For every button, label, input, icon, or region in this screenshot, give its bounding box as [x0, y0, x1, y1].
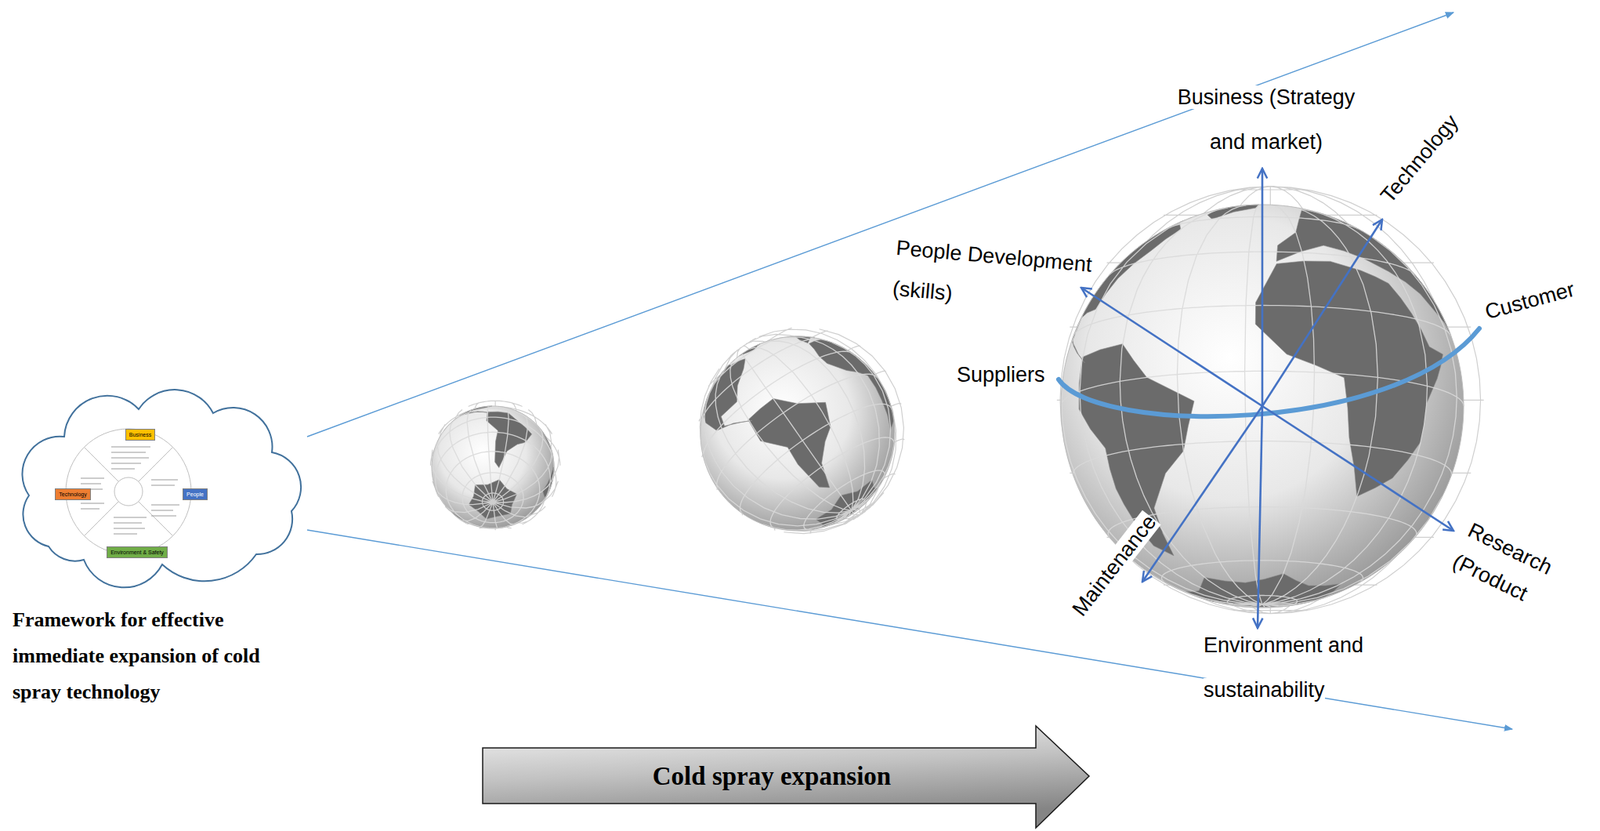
framework-hub [114, 477, 143, 506]
framework-divider [138, 501, 174, 536]
framework-scribble [80, 483, 102, 485]
framework-scribble [151, 485, 175, 486]
axis-label-text: Suppliers [956, 362, 1046, 387]
globe-graticule [700, 336, 895, 531]
framework-tag: People [182, 488, 208, 500]
tag-label: Technology [58, 490, 87, 498]
framework-divider [83, 501, 119, 536]
globe-outline [431, 405, 554, 529]
framework-scribble [80, 508, 100, 510]
axis-arrow [1262, 219, 1383, 406]
axis-arrow [1262, 405, 1454, 531]
globe [430, 400, 560, 530]
framework-scribble [111, 452, 146, 453]
framework-scribble [113, 533, 138, 535]
framework-scribble [151, 510, 174, 511]
expansion-arrow: Cold spray expansion [481, 724, 1090, 829]
cloud-shape [5, 385, 319, 590]
axis-label: Environment and sustainability [1203, 622, 1372, 713]
globe-wire [430, 400, 560, 530]
cloud-outline [21, 389, 301, 587]
globe-sphere [700, 336, 895, 531]
globe-group [430, 186, 1484, 614]
framework-scribble [111, 463, 142, 464]
axis-group [1081, 168, 1454, 628]
framework-scribble [151, 479, 178, 481]
framework-scribble [113, 522, 142, 524]
axis-label-text: Technology [1375, 109, 1463, 207]
framework-scribble [151, 515, 177, 517]
axis-label: Business (Strategy and market) [1168, 75, 1365, 165]
framework-caption: Framework for effective immediate expans… [12, 601, 283, 710]
globe-land [748, 398, 831, 487]
globe-sphere [431, 405, 554, 529]
globe-wire [698, 327, 905, 533]
axis-label-text: Environment and sustainability [1203, 633, 1364, 702]
axis-label: Technology [1375, 109, 1464, 208]
axis-label-text: Business (Strategy and market) [1177, 85, 1356, 154]
globe [698, 327, 905, 533]
framework-tag: Technology [54, 488, 91, 500]
axis-label: Customer [1482, 277, 1578, 325]
axis-label-text: People Development (skills) [891, 235, 1094, 305]
block-arrow [482, 725, 1090, 828]
axis-label: Suppliers [956, 362, 1046, 388]
axis-arrow [1257, 405, 1263, 628]
customer-supplier-ring [1058, 328, 1480, 417]
axis-arrow [1142, 405, 1263, 582]
globe-outline [700, 336, 895, 531]
framework-scribble [80, 477, 105, 479]
framework-scribble [111, 457, 149, 459]
tag-label: Business [129, 430, 152, 439]
axis-label-text: Maintenance [1067, 510, 1162, 620]
axis-arrow [1081, 287, 1263, 406]
axis-label-text: Research (Product [1448, 517, 1556, 605]
globe-land [1276, 209, 1451, 336]
arrow-label: Cold spray expansion [481, 760, 1062, 792]
framework-scribble [113, 517, 147, 518]
axis-label: Research (Product [1446, 513, 1582, 627]
globe-graticule [431, 405, 554, 529]
framework-tag: Business [125, 428, 156, 441]
axis-label-text: Customer [1482, 277, 1578, 324]
axis-arrow [1261, 168, 1264, 406]
framework-scribble [111, 468, 135, 470]
framework-scribble [111, 446, 151, 448]
framework-tag: Environment & Safety [106, 546, 168, 558]
axis-label: Maintenance [1067, 510, 1162, 621]
framework-scribble [151, 504, 180, 506]
framework-scribble [113, 528, 145, 529]
axis-label: People Development (skills) [890, 227, 1113, 328]
framework-scribble [80, 503, 105, 504]
tag-label: Environment & Safety [110, 548, 164, 556]
tag-label: People [186, 490, 204, 498]
framework-cloud: BusinessTechnology PeopleEnvironment & Sa… [5, 385, 319, 715]
